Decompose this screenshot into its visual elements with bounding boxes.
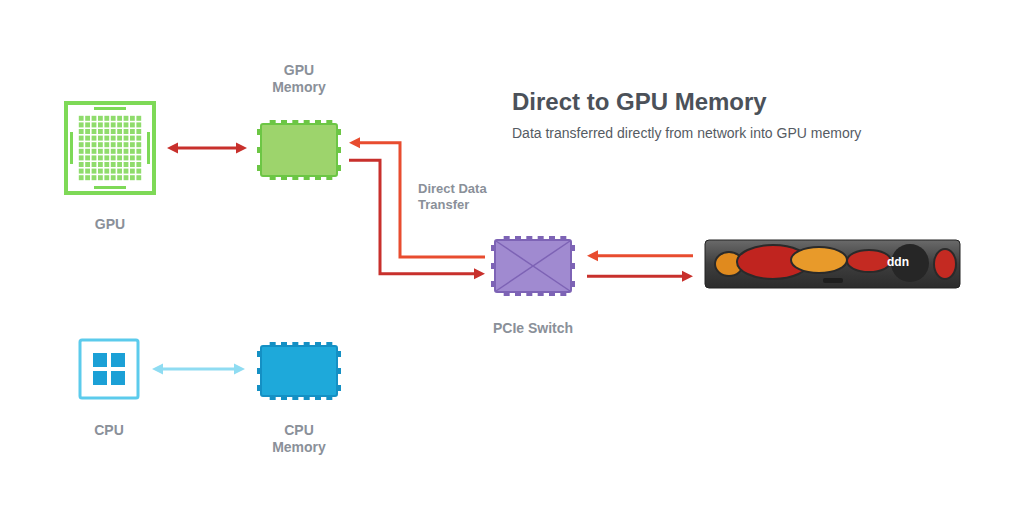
logo-text: ddn — [886, 255, 910, 269]
connector-line — [176, 147, 238, 150]
connector-line — [596, 254, 693, 257]
memory-chip: CPU Memory — [257, 342, 341, 400]
edge-label: Direct Data Transfer — [416, 180, 516, 215]
storage-appliance-outline — [705, 240, 960, 288]
node-label: CPU Memory — [263, 422, 335, 456]
arrowhead — [682, 271, 693, 282]
diagram-caption: Data transferred directly from network i… — [512, 125, 861, 141]
memory-chip-outline — [257, 120, 341, 180]
cpu-icon-outline — [78, 338, 140, 400]
memory-chip-outline — [257, 342, 341, 400]
diagram-title: Direct to GPU Memory — [512, 88, 767, 116]
arrowhead — [152, 364, 163, 375]
arrowhead — [587, 250, 598, 261]
connector-line — [587, 275, 684, 278]
node-label: GPU — [95, 216, 125, 233]
connector-line — [161, 368, 236, 371]
arrowhead — [236, 143, 247, 154]
data-connector — [587, 250, 693, 261]
arrowhead — [474, 268, 485, 279]
data-connector — [152, 364, 245, 375]
node-label: GPU Memory — [263, 62, 335, 96]
arrowhead — [167, 143, 178, 154]
data-connector — [349, 160, 485, 279]
memory-chip: GPU Memory — [257, 120, 341, 180]
storage-appliance: ddn — [705, 240, 960, 288]
node-label: CPU — [94, 422, 124, 439]
pcie-switch: PCIe Switch — [491, 236, 575, 296]
connector-line — [349, 160, 476, 274]
arrowhead — [234, 364, 245, 375]
cpu-icon: CPU — [78, 338, 140, 400]
arrowhead — [349, 137, 360, 148]
gpu-icon: GPU — [63, 100, 157, 196]
node-label: PCIe Switch — [493, 320, 573, 337]
data-connector — [167, 143, 247, 154]
gpu-icon-outline — [63, 100, 157, 196]
pcie-switch-outline — [491, 236, 575, 296]
data-connector — [587, 271, 693, 282]
